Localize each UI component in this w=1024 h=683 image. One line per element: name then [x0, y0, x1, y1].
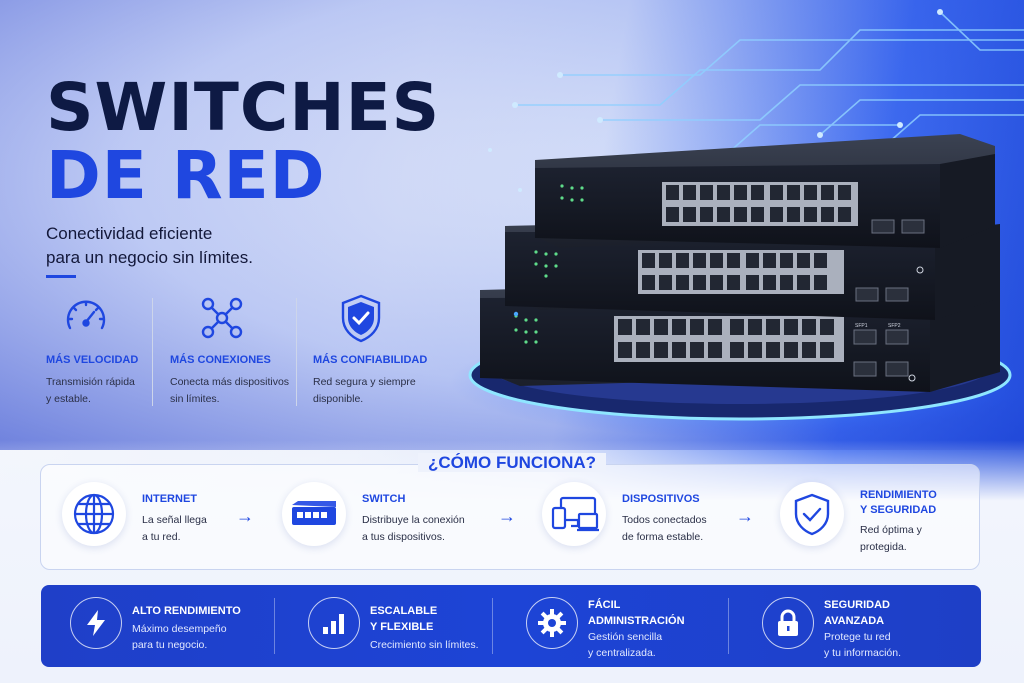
benefit-desc: Crecimiento sin límites.: [370, 639, 479, 651]
lock-icon: [762, 597, 814, 649]
devices-icon: [542, 482, 606, 546]
gear-icon: [526, 597, 578, 649]
step-title: SWITCH: [362, 493, 406, 505]
sfp2-label: SFP2: [888, 323, 901, 329]
circuit-lines-decoration: [488, 9, 1024, 192]
page-title: SWITCHES DE RED: [46, 74, 440, 210]
subtitle-line-1: Conectividad eficiente: [46, 224, 213, 243]
divider: [152, 298, 153, 406]
feature-title: MÁS VELOCIDAD: [46, 354, 139, 366]
network-switches-illustration: SFP1 SFP2: [450, 134, 1024, 438]
shield-check-icon: [780, 482, 844, 546]
title-line-1: SWITCHES: [46, 69, 441, 146]
divider: [492, 598, 493, 654]
feature-title: MÁS CONEXIONES: [170, 354, 271, 366]
how-it-works-title: ¿CÓMO FUNCIONA?: [0, 453, 1024, 473]
step-title: DISPOSITIVOS: [622, 493, 700, 505]
arrow-right-icon: →: [736, 506, 754, 526]
feature-title: MÁS CONFIABILIDAD: [313, 354, 428, 366]
sfp1-label: SFP1: [855, 323, 868, 329]
benefit-title: ALTO RENDIMIENTO: [132, 605, 241, 617]
step-title: INTERNET: [142, 493, 197, 505]
title-line-2: DE RED: [46, 137, 326, 214]
bar-chart-icon: [308, 597, 360, 649]
benefits-bar: [41, 585, 981, 667]
divider: [274, 598, 275, 654]
switch-unit-top: [535, 134, 995, 248]
globe-icon: [62, 482, 126, 546]
switch-icon: [282, 482, 346, 546]
arrow-right-icon: →: [498, 506, 516, 526]
shield-check-icon: [335, 292, 387, 344]
subtitle-line-2: para un negocio sin límites.: [46, 248, 253, 267]
subtitle-underline: [46, 275, 76, 278]
speedometer-icon: [60, 292, 112, 344]
lightning-icon: [70, 597, 122, 649]
subtitle: Conectividad eficiente para un negocio s…: [46, 222, 253, 270]
arrow-right-icon: →: [236, 506, 254, 526]
network-nodes-icon: [196, 292, 248, 344]
divider: [296, 298, 297, 406]
divider: [728, 598, 729, 654]
